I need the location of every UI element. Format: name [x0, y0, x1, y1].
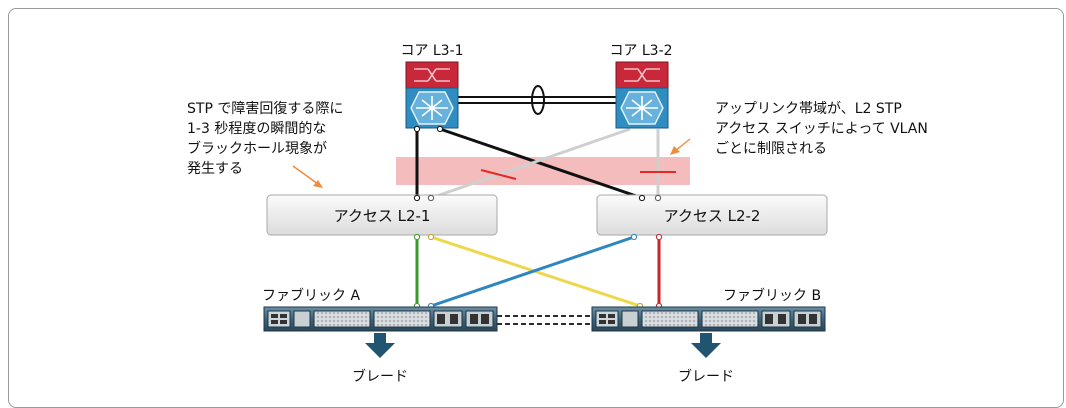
core-switch-1	[405, 61, 459, 129]
blade-arrow-b	[691, 333, 721, 358]
fabric-interconnect-a	[263, 306, 498, 332]
annotation-right-arrow	[670, 138, 691, 155]
blade-a-label: ブレード	[352, 368, 408, 385]
port-access2-top-b	[654, 194, 662, 202]
port-access2-top-a	[638, 194, 646, 202]
port-access2-bottom-b	[655, 233, 663, 241]
blade-b-label: ブレード	[678, 368, 734, 385]
access-switch-2: アクセス L2-2	[596, 194, 828, 236]
annotation-left-line-2: 1-3 秒程度の瞬間的な	[187, 121, 326, 137]
access-switch-2-label: アクセス L2-2	[664, 207, 761, 225]
annotation-right: アップリンク帯域が、L2 STP アクセス スイッチによって VLAN ごとに制…	[715, 101, 928, 157]
access-switch-1: アクセス L2-1	[266, 194, 498, 236]
annotation-right-line-2: アクセス スイッチによって VLAN	[715, 121, 928, 137]
annotation-left-arrow	[292, 165, 323, 188]
port-channel-icon	[531, 85, 545, 115]
blade-arrow-a	[365, 333, 395, 358]
port-access1-bottom-b	[427, 233, 435, 241]
annotation-left-line-1: STP で障害回復する際に	[187, 100, 343, 117]
annotation-left-line-4: 発生する	[187, 161, 243, 177]
access-switch-1-label: アクセス L2-1	[334, 207, 431, 225]
fabric-interconnect	[497, 315, 592, 325]
annotation-left: STP で障害回復する際に 1-3 秒程度の瞬間的な ブラックホール現象が 発生…	[187, 100, 343, 177]
link-core2-access1	[430, 127, 631, 200]
port-access1-top-b	[427, 194, 435, 202]
port-core1-a	[413, 125, 421, 133]
core-switch-2	[615, 61, 669, 129]
fabric-a-label: ファブリック A	[262, 287, 360, 304]
topology-diagram: コア L3-1 コア L3-2 アクセス L2-1 アクセス L2-2	[187, 43, 928, 385]
core-switch-1-label: コア L3-1	[400, 43, 463, 59]
fabric-b-label: ファブリック B	[723, 287, 821, 304]
diagram-frame	[8, 8, 1064, 408]
port-access1-top-a	[413, 194, 421, 202]
annotation-right-line-1: アップリンク帯域が、L2 STP	[715, 101, 902, 117]
link-access2-fabricA	[430, 235, 635, 308]
fabric-interconnect-b	[591, 306, 826, 332]
annotation-left-line-3: ブラックホール現象が	[187, 140, 327, 157]
blocked-mark-left	[480, 169, 517, 180]
port-access2-bottom-a	[630, 233, 638, 241]
core-interconnect	[458, 85, 616, 115]
annotation-right-line-3: ごとに制限される	[715, 141, 827, 157]
port-access1-bottom-a	[413, 233, 421, 241]
port-core1-b	[436, 125, 444, 133]
core-switch-2-label: コア L3-2	[609, 43, 672, 59]
link-core1-access2	[439, 127, 643, 200]
